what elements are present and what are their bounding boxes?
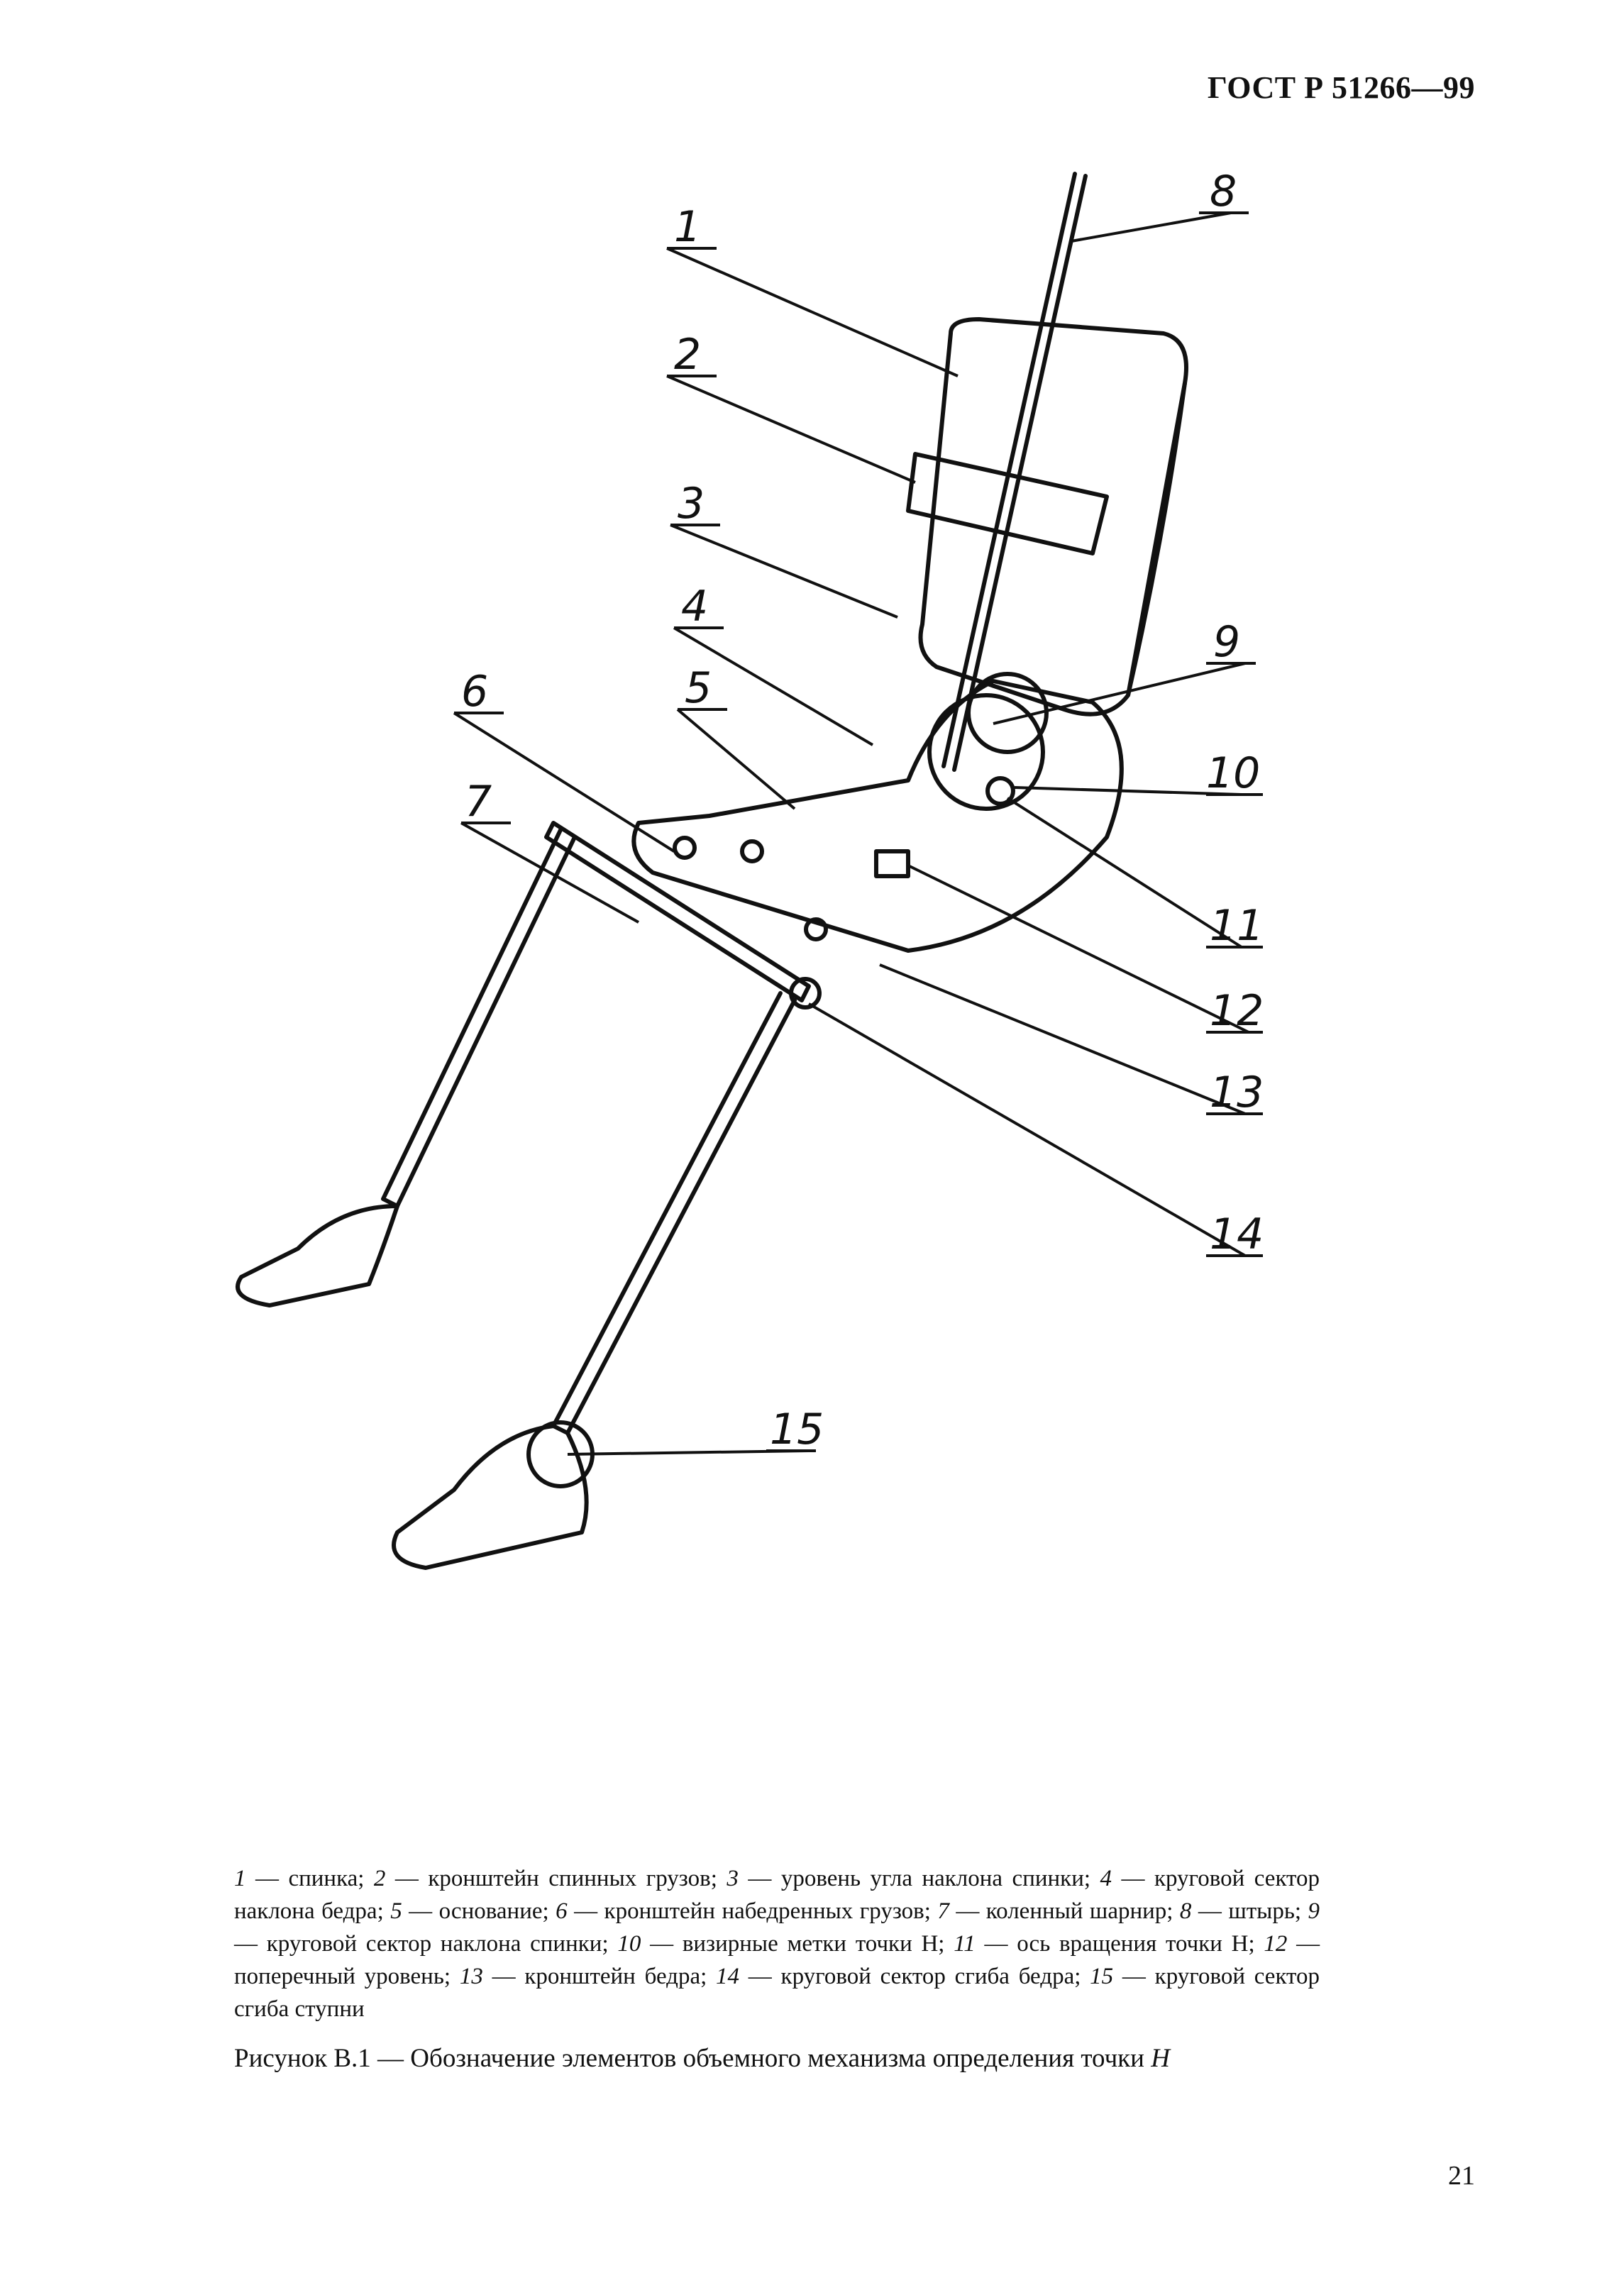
legend-num: 3 xyxy=(727,1866,739,1891)
callout-9: 9 xyxy=(1213,617,1240,667)
legend-text: круговой сектор сгиба ступни xyxy=(234,1964,1320,2022)
legend-num: 8 xyxy=(1179,1898,1192,1924)
callout-5: 5 xyxy=(685,663,712,713)
legend-text: коленный шарнир; xyxy=(985,1898,1173,1924)
legend-text: круговой сектор сгиба бедра; xyxy=(780,1964,1081,1989)
legend-text: кронштейн бедра; xyxy=(524,1964,707,1989)
legend-text: кронштейн спинных грузов; xyxy=(428,1866,717,1891)
callout-13: 13 xyxy=(1210,1068,1264,1117)
back-weight-bracket xyxy=(906,452,1109,555)
h-point-machine-figure: 1 2 3 4 5 6 7 8 9 10 11 12 13 14 15 xyxy=(236,167,1264,1570)
legend-text: визирные метки точки Н; xyxy=(682,1931,945,1957)
callout-6: 6 xyxy=(461,667,488,717)
callout-7: 7 xyxy=(465,777,492,826)
legend-num: 14 xyxy=(716,1964,740,1989)
backrest-shape xyxy=(918,317,1188,717)
legend-num: 5 xyxy=(390,1898,402,1924)
callout-15: 15 xyxy=(770,1405,824,1454)
callout-12: 12 xyxy=(1210,986,1264,1036)
legend-text: уровень угла наклона спинки; xyxy=(780,1866,1091,1891)
callout-11: 11 xyxy=(1210,901,1264,951)
legend-num: 13 xyxy=(459,1964,483,1989)
callout-4: 4 xyxy=(681,582,708,631)
legend-text: ось вращения точки Н; xyxy=(1017,1931,1255,1957)
callout-1: 1 xyxy=(674,202,701,252)
legend-num: 15 xyxy=(1090,1964,1114,1989)
callout-3: 3 xyxy=(678,479,705,529)
thigh-angle-sector xyxy=(927,693,1045,811)
callout-14: 14 xyxy=(1210,1210,1264,1259)
standard-number: ГОСТ Р 51266—99 xyxy=(1207,70,1475,105)
legend-text: круговой сектор наклона бедра; xyxy=(234,1866,1320,1924)
legend-text: штырь; xyxy=(1228,1898,1302,1924)
cross-level xyxy=(874,849,910,878)
callout-2: 2 xyxy=(674,330,701,380)
mechanism-drawing: 1 2 3 4 5 6 7 8 9 10 11 12 13 14 15 xyxy=(236,167,1264,1570)
legend-text: круговой сектор наклона спинки; xyxy=(266,1931,609,1957)
legend-num: 4 xyxy=(1100,1866,1112,1891)
legend-num: 12 xyxy=(1264,1931,1288,1957)
rod xyxy=(941,172,1077,768)
figure-caption-title: Рисунок В.1 — Обозначение элементов объе… xyxy=(234,2043,1170,2074)
left-leg xyxy=(381,828,577,1208)
legend-text: кронштейн набедренных грузов; xyxy=(604,1898,931,1924)
legend-text: основание; xyxy=(438,1898,549,1924)
figure-caption-prefix: Рисунок В.1 — Обозначение элементов объе… xyxy=(234,2044,1151,2073)
legend-num: 9 xyxy=(1308,1898,1320,1924)
legend-num: 10 xyxy=(617,1931,641,1957)
legend-num: 2 xyxy=(373,1866,386,1891)
figure-legend: 1 — спинка; 2 — кронштейн спинных грузов… xyxy=(234,1866,1320,2022)
page-number: 21 xyxy=(1448,2161,1475,2191)
legend-num: 1 xyxy=(234,1866,246,1891)
callout-8: 8 xyxy=(1210,167,1237,216)
seat-base xyxy=(631,679,1124,953)
back-angle-sector xyxy=(966,672,1049,754)
legend-text: спинка; xyxy=(288,1866,365,1891)
figure-caption-letter: Н xyxy=(1151,2044,1170,2073)
legend-num: 11 xyxy=(954,1931,976,1957)
h-point-axis xyxy=(985,776,1015,806)
legend-num: 6 xyxy=(556,1898,568,1924)
legend-text: поперечный уровень; xyxy=(234,1964,451,1989)
callout-10: 10 xyxy=(1206,748,1260,798)
legend-num: 7 xyxy=(937,1898,949,1924)
thigh-bar xyxy=(544,821,811,1002)
right-leg xyxy=(551,991,797,1435)
knee-hinge xyxy=(789,977,822,1010)
